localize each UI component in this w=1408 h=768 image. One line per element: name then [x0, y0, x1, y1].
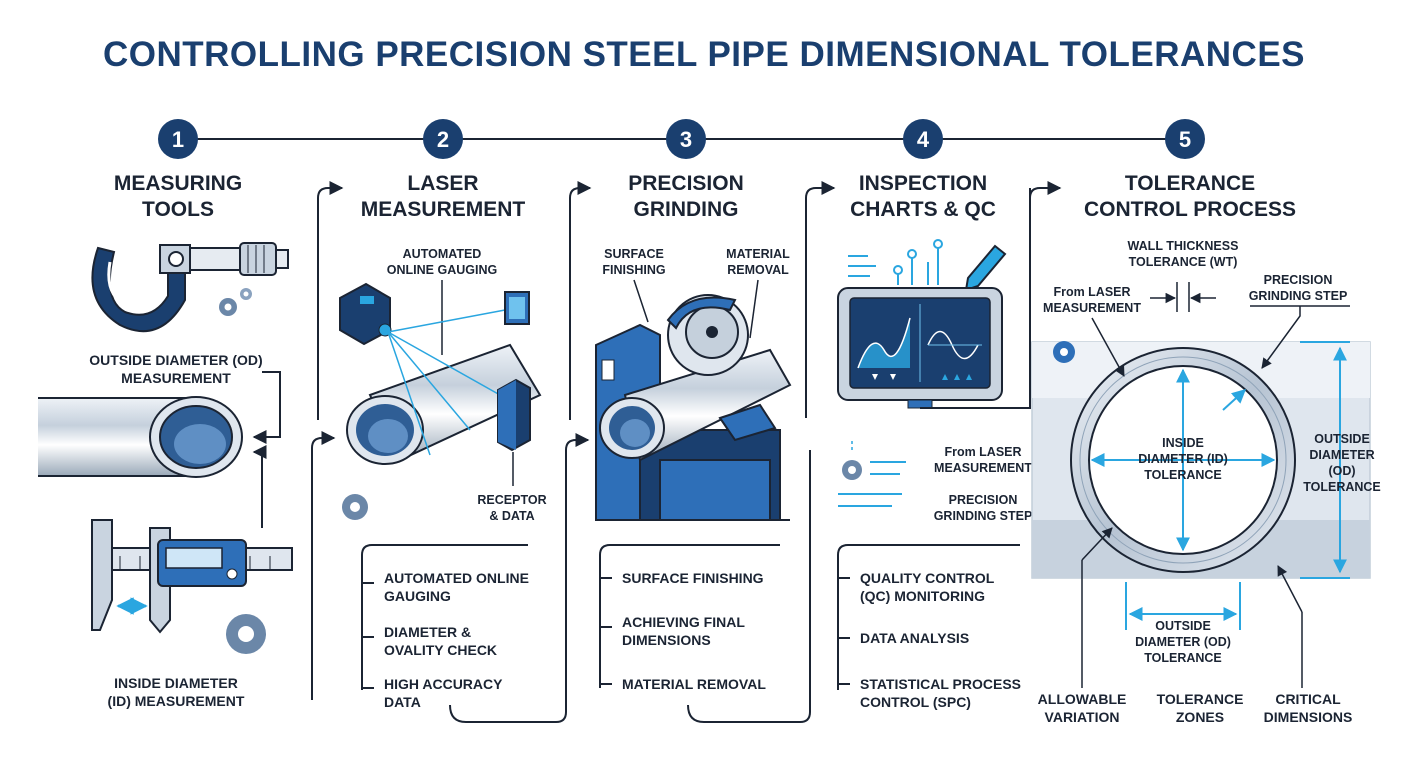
gear-icon [219, 288, 252, 316]
svg-text:2: 2 [437, 127, 449, 152]
svg-text:MATERIAL REMOVAL: MATERIAL REMOVAL [622, 676, 766, 692]
laser-beams [387, 309, 506, 456]
svg-text:SURFACE FINISHING: SURFACE FINISHING [622, 570, 764, 586]
pencil-icon [964, 244, 1007, 292]
step-badge-1: 1 [158, 119, 198, 159]
monitor-icon [837, 287, 1003, 409]
svg-text:5: 5 [1179, 127, 1191, 152]
micrometer-icon [91, 242, 289, 333]
page-title: CONTROLLING PRECISION STEEL PIPE DIMENSI… [103, 35, 1305, 74]
step-4-bullets: QUALITY CONTROL(QC) MONITORING DATA ANAL… [838, 570, 1021, 710]
step-badge-3: 3 [666, 119, 706, 159]
wall-thickness-marker [1150, 282, 1216, 312]
receptor-label: RECEPTOR& DATA [477, 493, 546, 523]
gear-icon-5 [1053, 341, 1075, 363]
id-measurement-label: INSIDE DIAMETER(ID) MEASUREMENT [108, 675, 245, 709]
dimension-lines [1090, 341, 1350, 630]
id-arrow [252, 445, 267, 528]
data-icons [848, 239, 943, 285]
flow-connectors [311, 181, 1062, 723]
pipe-section-1 [38, 396, 243, 478]
svg-text:1: 1 [172, 127, 184, 152]
svg-text:4: 4 [917, 127, 930, 152]
svg-text:DIAMETER &OVALITY CHECK: DIAMETER &OVALITY CHECK [384, 624, 497, 658]
bottom-pointers [1081, 527, 1303, 688]
svg-text:QUALITY CONTROL(QC) MONITORING: QUALITY CONTROL(QC) MONITORING [860, 570, 995, 604]
od-arrow [252, 371, 281, 444]
grinding-machine-icon [595, 294, 792, 521]
svg-text:3: 3 [680, 127, 692, 152]
laser-pipe [346, 343, 542, 465]
svg-text:DATA ANALYSIS: DATA ANALYSIS [860, 630, 969, 646]
step-badge-2: 2 [423, 119, 463, 159]
receptor-icon [497, 291, 531, 452]
caliper-icon [91, 519, 293, 634]
step-timeline: 1 2 3 4 5 [158, 119, 1205, 159]
step-badge-4: 4 [903, 119, 943, 159]
gear-large-icon [226, 614, 266, 654]
od-measurement-label: OUTSIDE DIAMETER (OD)MEASUREMENT [89, 352, 262, 386]
report-icon [838, 440, 906, 507]
laser-sensor-icon [339, 282, 392, 346]
gear-icon-2 [342, 494, 368, 520]
step-badge-5: 5 [1165, 119, 1205, 159]
